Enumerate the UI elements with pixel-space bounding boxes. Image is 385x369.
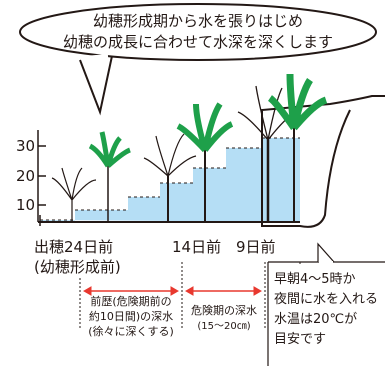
rice-plant-5 xyxy=(237,85,301,222)
paddy-field xyxy=(38,95,385,228)
label-24-sub: (幼穂形成前) xyxy=(34,258,121,276)
tick-label-10: 10 xyxy=(16,196,35,214)
speech-bubble: 幼穂形成期から水を張りはじめ 幼穂の成長に合わせて水深を深くします xyxy=(19,3,377,116)
note-line-1: 早朝4～5時か xyxy=(274,272,356,287)
label-24-days: 出穂24日前 xyxy=(34,238,113,256)
note-pointer xyxy=(317,242,335,263)
water-surface xyxy=(40,137,300,221)
period-markers xyxy=(79,262,301,330)
phase1-line-3: (徐々に深くする) xyxy=(88,324,174,338)
rice-plant-2 xyxy=(88,131,131,222)
rice-plant-6 xyxy=(267,73,328,222)
label-9-days: 9日前 xyxy=(236,238,276,256)
note-box: 早朝4～5時か 夜間に水を入れる 水温は20℃が 目安です xyxy=(267,242,385,366)
tick-label-30: 30 xyxy=(16,137,35,155)
water-fill xyxy=(40,138,300,222)
depth-axis: 30 20 10 xyxy=(16,130,46,222)
callout-line-1: 幼穂形成期から水を張りはじめ xyxy=(93,12,303,30)
rice-plant-1 xyxy=(51,167,97,222)
rice-plant-3 xyxy=(143,133,197,222)
callout-line-2: 幼穂の成長に合わせて水深を深くします xyxy=(63,33,333,51)
label-14-days: 14日前 xyxy=(172,238,221,256)
right-trench xyxy=(261,109,351,228)
tick-label-20: 20 xyxy=(16,167,35,185)
arrow-phase-2 xyxy=(184,286,263,296)
timeline-labels: 出穂24日前 (幼穂形成前) 14日前 9日前 xyxy=(34,238,276,276)
arrow-phase-1 xyxy=(82,286,180,296)
phase1-line-2: 約10日間)の深水 xyxy=(89,309,173,323)
note-line-2: 夜間に水を入れる xyxy=(274,292,378,307)
phase2-line-1: 危険期の深水 xyxy=(191,304,257,317)
note-line-4: 目安です xyxy=(274,332,326,347)
phase1-line-1: 前歴(危険期前の xyxy=(90,294,171,308)
note-line-3: 水温は20℃が xyxy=(274,312,357,327)
ridge-wall xyxy=(261,95,385,226)
rice-plants xyxy=(51,73,328,222)
phase-annotations: 前歴(危険期前の 約10日間)の深水 (徐々に深くする) 危険期の深水 (15～… xyxy=(88,294,257,338)
phase2-line-2: (15～20㎝) xyxy=(197,321,250,332)
rice-plant-4 xyxy=(176,102,234,222)
